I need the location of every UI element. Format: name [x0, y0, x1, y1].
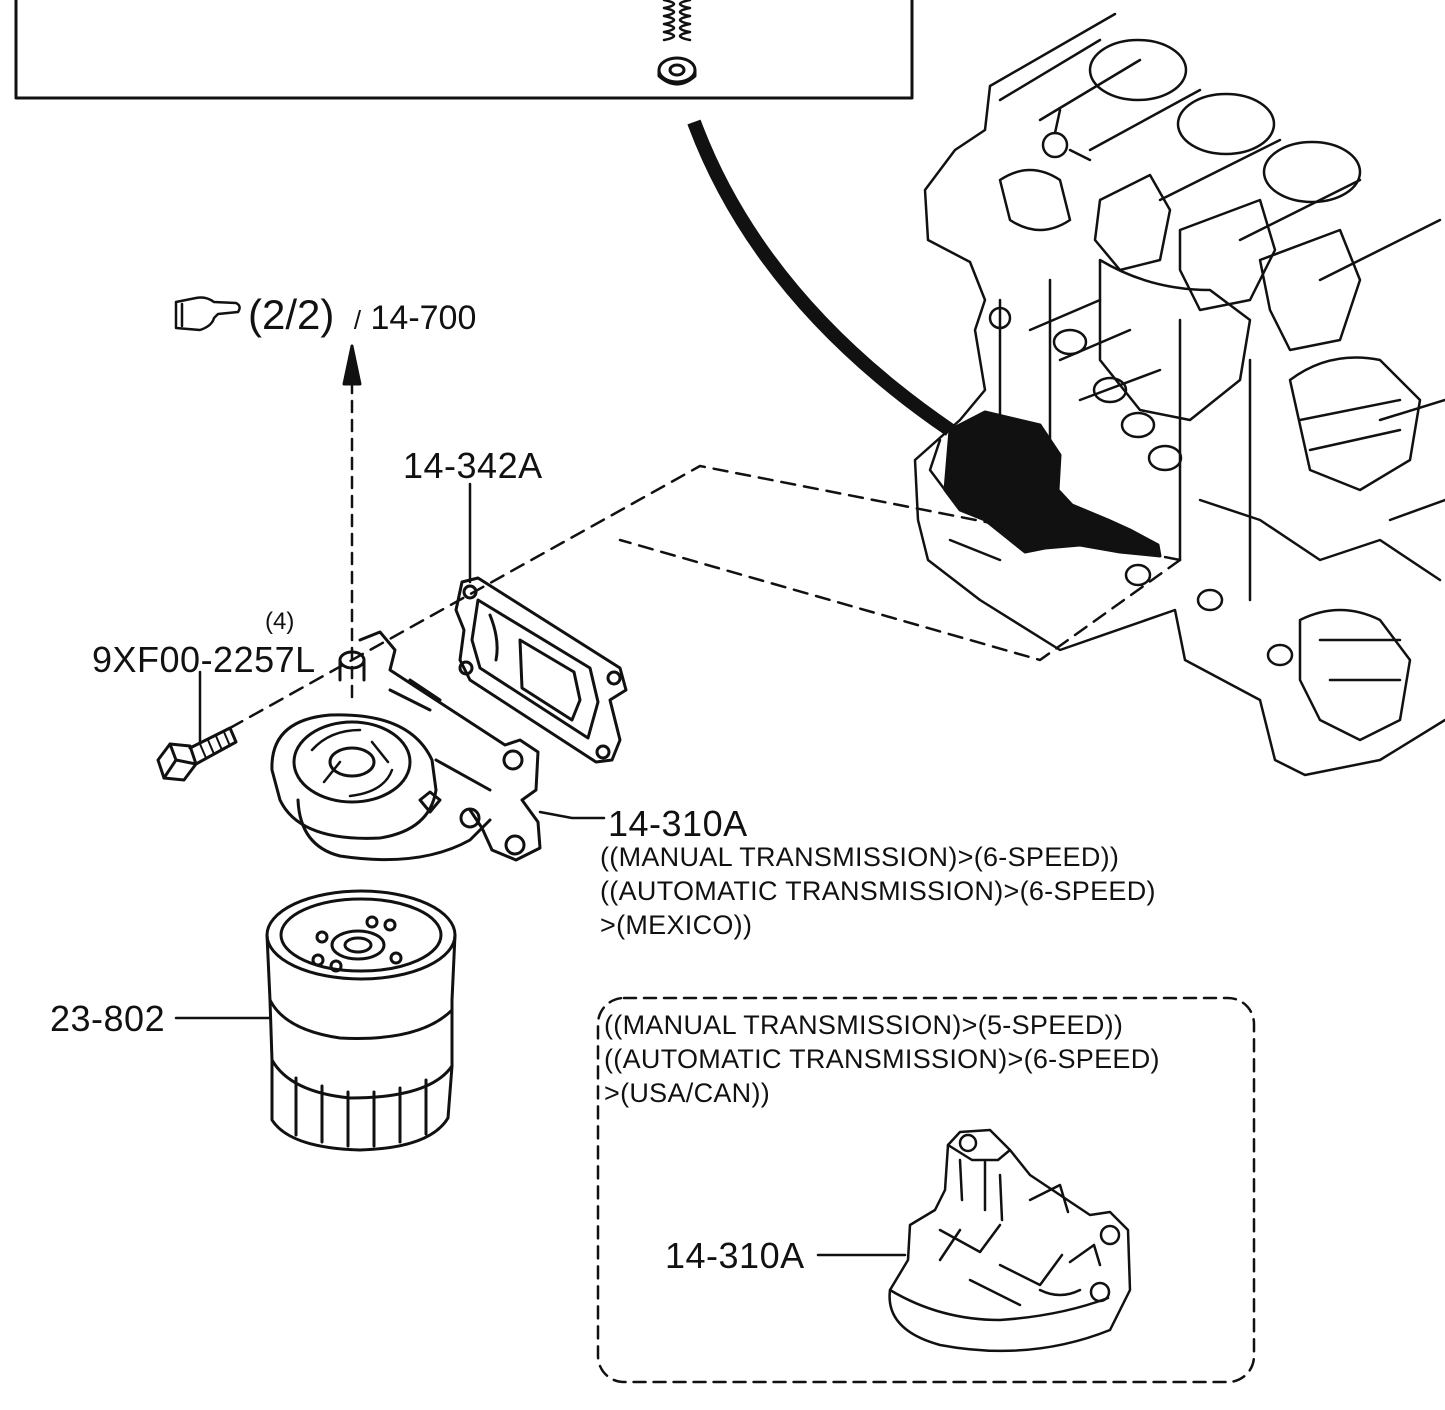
oil-filter-part-number: 23-802	[50, 998, 166, 1039]
main-variant-note: ((MANUAL TRANSMISSION)>(6-SPEED)) ((AUTO…	[600, 840, 1156, 942]
spring-icon	[662, 0, 692, 42]
gasket-icon	[454, 576, 628, 764]
oil-filter-icon	[265, 889, 457, 1152]
bolt-icon	[156, 726, 238, 782]
gasket-part-number: 14-342A	[403, 445, 543, 486]
reference-arrow	[342, 344, 362, 702]
alt-variant-note: ((MANUAL TRANSMISSION)>(5-SPEED)) ((AUTO…	[604, 1008, 1160, 1110]
bolt-quantity: (4)	[265, 608, 295, 635]
inset-leader	[687, 119, 954, 436]
filter-body-icon	[270, 630, 542, 862]
reference-code: 14-700	[370, 299, 477, 337]
main-note-line-2: ((AUTOMATIC TRANSMISSION)>(6-SPEED)	[600, 876, 1156, 906]
reference-page: (2/2)	[248, 291, 335, 338]
alt-note-line-1: ((MANUAL TRANSMISSION)>(5-SPEED))	[604, 1010, 1124, 1040]
reference-separator: /	[353, 305, 362, 335]
mount-location-highlight	[943, 410, 1162, 558]
washer-icon	[657, 56, 697, 86]
alt-filter-body-icon	[888, 1128, 1132, 1353]
leader-lines	[174, 482, 907, 1257]
main-note-line-1: ((MANUAL TRANSMISSION)>(6-SPEED))	[600, 842, 1120, 872]
main-note-line-3: >(MEXICO))	[600, 910, 753, 940]
engine-block	[913, 12, 1445, 777]
alt-variant-box	[596, 996, 1256, 1384]
alt-note-line-2: ((AUTOMATIC TRANSMISSION)>(6-SPEED)	[604, 1044, 1160, 1074]
reference-label[interactable]: (2/2) / 14-700	[248, 294, 476, 336]
alt-note-line-3: >(USA/CAN))	[604, 1078, 771, 1108]
bolt-part-number: 9XF00-2257L	[92, 639, 316, 680]
top-inset-frame	[14, 0, 914, 100]
pointing-hand-icon	[174, 296, 241, 332]
alt-filter-body-part-number: 14-310A	[665, 1235, 805, 1276]
filter-body-part-number: 14-310A	[608, 803, 748, 844]
